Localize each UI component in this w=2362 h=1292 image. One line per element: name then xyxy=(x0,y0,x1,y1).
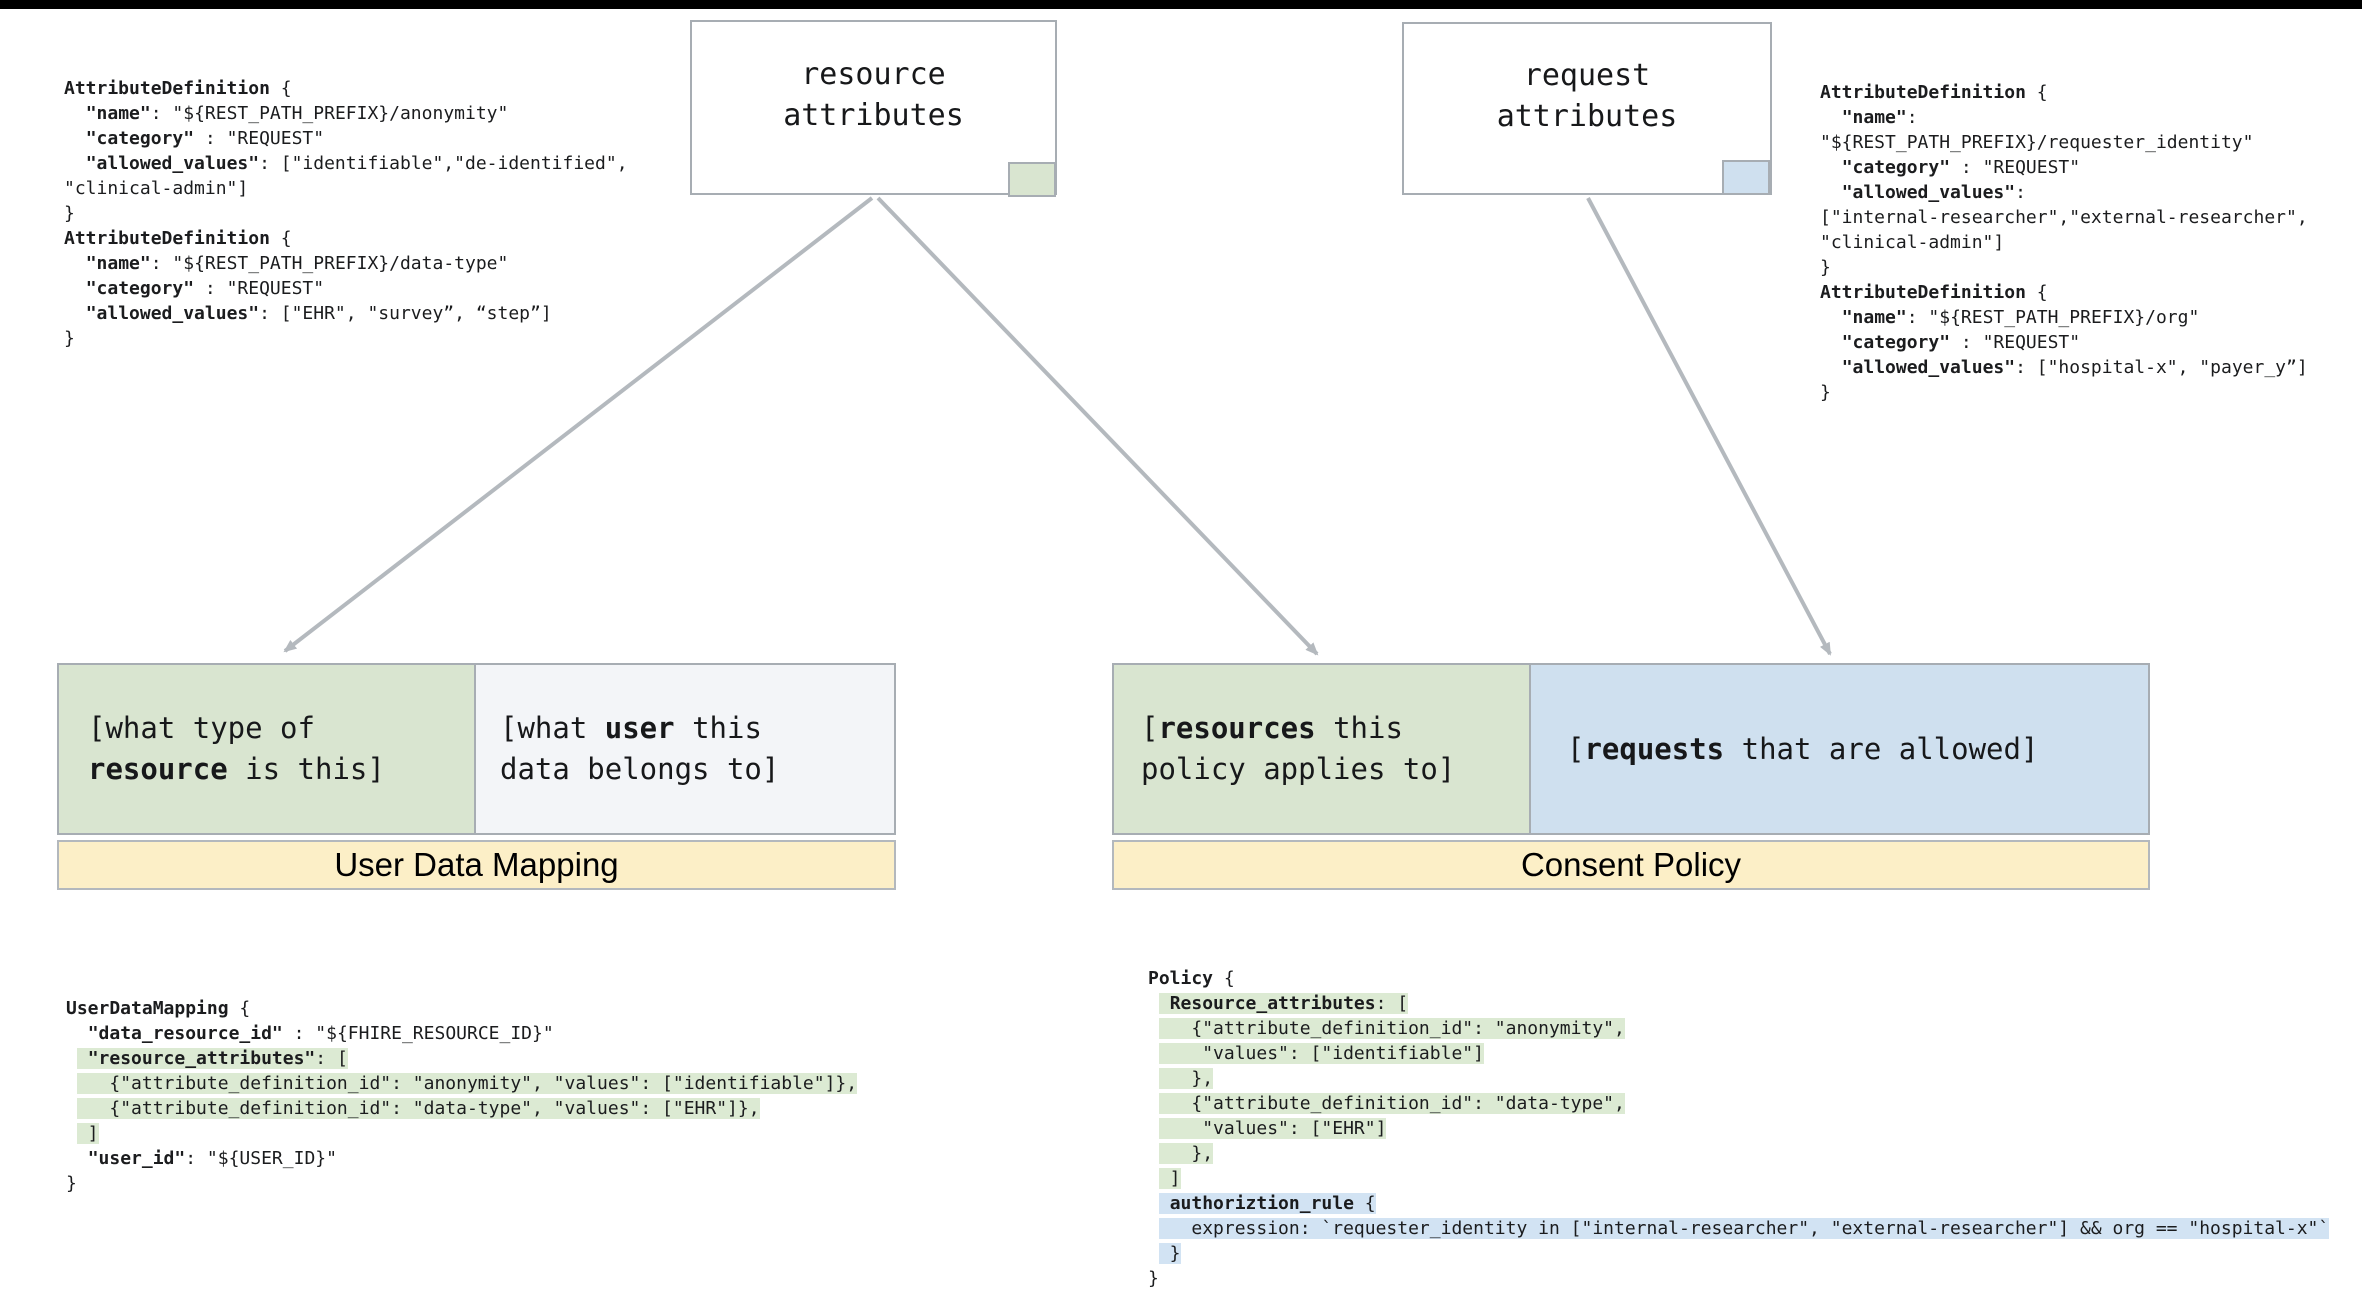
consent-policy-title: Consent Policy xyxy=(1520,846,1742,883)
consent-policy-requests-cell: [requests that are allowed] xyxy=(1531,663,2150,835)
arrow-resource-attributes-to-consent-policy xyxy=(876,196,1319,656)
user-data-mapping-title: User Data Mapping xyxy=(334,846,619,883)
top-black-bar xyxy=(0,0,2362,9)
attribute-definition-code-right: AttributeDefinition { "name":"${REST_PAT… xyxy=(1820,82,2308,403)
resource-attributes-green-legend-square xyxy=(1008,162,1056,197)
user-data-mapping-title-bar: User Data Mapping xyxy=(57,840,896,890)
attribute-definition-code-left: AttributeDefinition { "name": "${REST_PA… xyxy=(64,78,628,349)
arrow-request-attributes-to-consent-policy xyxy=(1586,197,1832,656)
consent-policy-title-bar: Consent Policy xyxy=(1112,840,2150,890)
arrow-resource-attributes-to-user-data-mapping xyxy=(283,196,874,653)
policy-code: Policy { Resource_attributes: [ {"attrib… xyxy=(1148,968,2330,1289)
request-attributes-blue-legend-square xyxy=(1722,160,1770,195)
user-data-mapping-code: UserDataMapping { "data_resource_id" : "… xyxy=(66,998,858,1194)
